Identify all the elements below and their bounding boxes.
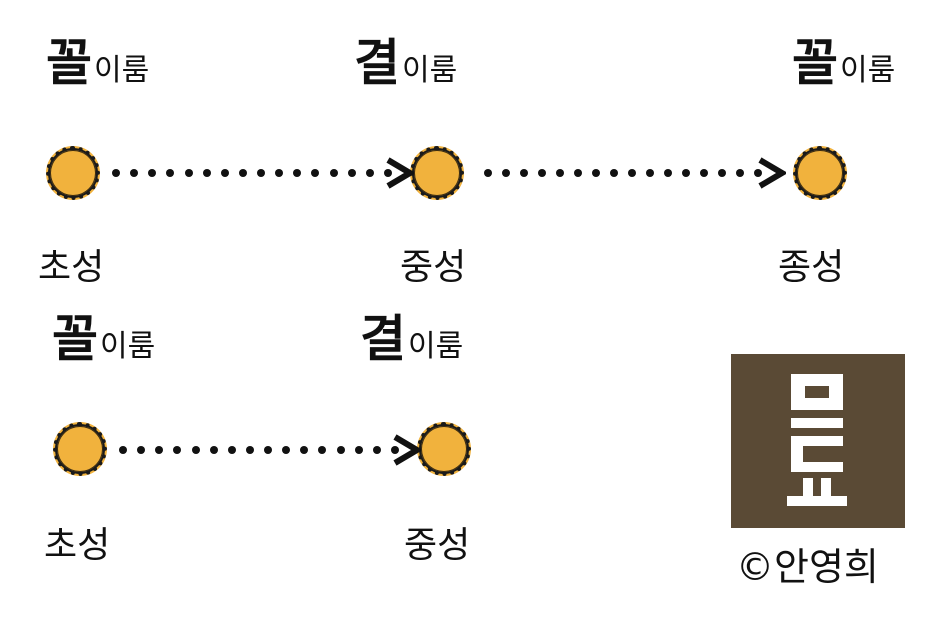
connector-dot [574, 169, 582, 177]
connector-dot [628, 169, 636, 177]
row1-label-1: 꼴 이룸 [46, 38, 149, 88]
connector-dot [191, 446, 200, 454]
connector-dot [220, 169, 229, 177]
connector-dot [754, 169, 762, 177]
label-small-text: 이룸 [840, 53, 896, 88]
connector-dot [184, 169, 193, 177]
connector-dot [682, 169, 690, 177]
connector-dot [148, 169, 157, 177]
connector-dot [329, 169, 338, 177]
connector-dot [391, 446, 399, 454]
connector-dot [336, 446, 345, 454]
logo-glyph-icon [787, 374, 847, 506]
row1-label-3: 꼴 이룸 [792, 38, 895, 88]
connector-dot [119, 446, 127, 454]
label-small-text: 이룸 [94, 53, 150, 88]
label-big-char: 꼴 [52, 310, 98, 368]
row1-label-2: 결 이룸 [354, 38, 457, 88]
caption-choseong: 초성 [44, 525, 111, 566]
connector-dot [736, 169, 744, 177]
label-big-char: 결 [354, 34, 400, 92]
connector-dot [257, 169, 266, 177]
connector-dot [646, 169, 654, 177]
connector-dot [209, 446, 218, 454]
copyright-text: ©안영희 [736, 545, 879, 589]
connector-dot [484, 169, 492, 177]
connector-dot [718, 169, 726, 177]
row2-label-2: 결 이룸 [360, 314, 463, 364]
connector-dot [275, 169, 284, 177]
connector-dot [264, 446, 273, 454]
connector-dot [227, 446, 236, 454]
connector-dot [311, 169, 320, 177]
connector-dot [130, 169, 139, 177]
label-small-text: 이룸 [100, 329, 156, 364]
connector-dot [293, 169, 302, 177]
connector-dot [538, 169, 546, 177]
connector-dot [166, 169, 175, 177]
connector-dot [502, 169, 510, 177]
dotted-connector [112, 169, 392, 177]
arrowhead-icon [386, 157, 414, 189]
arrowhead-icon [758, 157, 786, 189]
node-choseong [46, 146, 100, 200]
dotted-connector [484, 169, 762, 177]
connector-dot [556, 169, 564, 177]
caption-jungseong: 중성 [400, 247, 467, 288]
connector-dot [202, 169, 211, 177]
connector-dot [664, 169, 672, 177]
connector-dot [245, 446, 254, 454]
row2-label-1: 꼴 이룸 [52, 314, 155, 364]
label-big-char: 결 [360, 310, 406, 368]
label-small-text: 이룸 [402, 53, 458, 88]
connector-dot [300, 446, 309, 454]
connector-dot [384, 169, 392, 177]
node-jongseong [793, 146, 847, 200]
connector-dot [112, 169, 120, 177]
dotted-connector [119, 446, 399, 454]
connector-dot [592, 169, 600, 177]
caption-choseong: 초성 [38, 247, 105, 288]
connector-dot [282, 446, 291, 454]
connector-dot [365, 169, 374, 177]
arrowhead-icon [393, 434, 421, 466]
label-big-char: 꼴 [46, 34, 92, 92]
caption-jungseong: 중성 [404, 525, 471, 566]
node-choseong [53, 422, 107, 476]
connector-dot [155, 446, 164, 454]
connector-dot [520, 169, 528, 177]
connector-dot [318, 446, 327, 454]
label-small-text: 이룸 [408, 329, 464, 364]
caption-jongseong: 종성 [778, 247, 845, 288]
connector-dot [173, 446, 182, 454]
connector-dot [610, 169, 618, 177]
connector-dot [700, 169, 708, 177]
connector-dot [354, 446, 363, 454]
connector-dot [347, 169, 356, 177]
label-big-char: 꼴 [792, 34, 838, 92]
node-jungseong [410, 146, 464, 200]
connector-dot [372, 446, 381, 454]
connector-dot [238, 169, 247, 177]
connector-dot [137, 446, 146, 454]
logo-stamp [731, 354, 905, 528]
node-jungseong [417, 422, 471, 476]
